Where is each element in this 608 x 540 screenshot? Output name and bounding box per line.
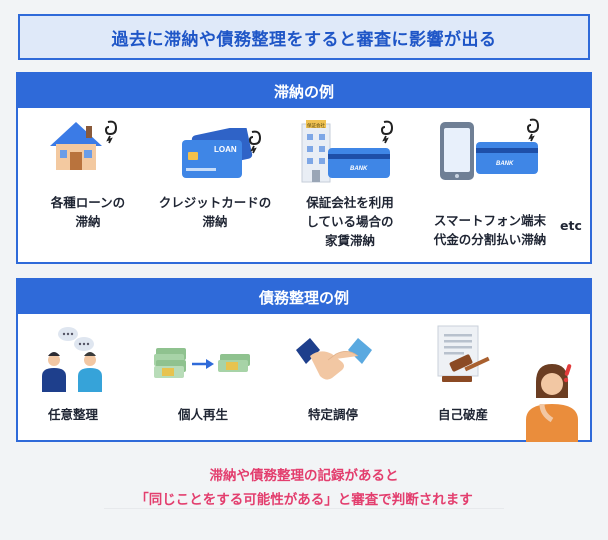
bankruptcy-label: 自己破産 <box>437 407 488 422</box>
credit-card-label-2: 滞納 <box>202 213 228 229</box>
smartphone-installment-delinquency-item: BANK スマートフォン端末 代金の分割払い滞納 <box>418 108 562 258</box>
guarantor-rent-delinquency-item: 保証会社 BANK 保証会社を利用 している場合の 家賃滞納 <box>280 108 420 258</box>
building-sign-text: 保証会社 <box>307 122 325 129</box>
money-transfer-icon <box>154 348 250 378</box>
loan-card-text: LOAN <box>214 145 237 154</box>
footer-line-2: 「同じことをする可能性がある」と審査で判断されます <box>135 492 473 508</box>
handshake-icon <box>296 338 372 380</box>
specific-mediation-item: 特定調停 <box>274 314 392 440</box>
voluntary-arrangement-item: 任意整理 <box>18 314 128 440</box>
smartphone-label-2: 代金の分割払い滞納 <box>433 231 547 247</box>
individual-rehabilitation-item: 個人再生 <box>138 314 268 440</box>
footer-line-1: 滞納や債務整理の記録があると <box>209 468 399 484</box>
delinquency-examples-heading: 滞納の例 <box>18 74 590 108</box>
consultation-people-icon <box>42 327 102 392</box>
loan-delinquency-item: 各種ローンの 滞納 <box>18 108 158 258</box>
specific-mediation-label: 特定調停 <box>307 407 358 422</box>
credit-card-delinquency-item: LOAN クレジットカードの 滞納 <box>140 108 290 258</box>
building-bank-card-text: BANK <box>350 166 368 172</box>
guarantor-label-3: 家賃滞納 <box>324 232 375 248</box>
smartphone-bank-card-text: BANK <box>496 161 514 167</box>
main-title: 過去に滞納や債務整理をすると審査に影響が出る <box>111 29 497 50</box>
worried-woman-icon <box>526 364 578 442</box>
loan-card-icon: LOAN <box>182 128 262 178</box>
gavel-document-icon <box>437 325 490 382</box>
footer-divider <box>104 508 504 509</box>
house-icon <box>50 120 118 170</box>
guarantor-label-1: 保証会社を利用 <box>306 195 394 210</box>
debt-restructuring-examples-panel: 債務整理の例 任意整理 個人再生 <box>16 278 592 442</box>
debt-restructuring-heading: 債務整理の例 <box>18 280 590 314</box>
smartphone-label-1: スマートフォン端末 <box>433 213 547 228</box>
voluntary-arrangement-label: 任意整理 <box>47 407 98 422</box>
etc-label: etc <box>560 218 582 233</box>
smartphone-bank-card-icon: BANK <box>440 118 540 180</box>
bankruptcy-item: 自己破産 <box>404 314 522 440</box>
main-title-bar: 過去に滞納や債務整理をすると審査に影響が出る <box>18 14 590 60</box>
guarantor-label-2: している場合の <box>306 213 394 229</box>
credit-card-label-1: クレジットカードの <box>158 195 272 210</box>
loan-delinquency-label-2: 滞納 <box>75 213 101 229</box>
loan-delinquency-label-1: 各種ローンの <box>50 195 126 210</box>
building-bank-card-icon: 保証会社 BANK <box>301 120 394 183</box>
delinquency-examples-panel: 滞納の例 各種ローンの 滞納 LOAN クレジットカ <box>16 72 592 264</box>
individual-rehabilitation-label: 個人再生 <box>177 407 228 422</box>
